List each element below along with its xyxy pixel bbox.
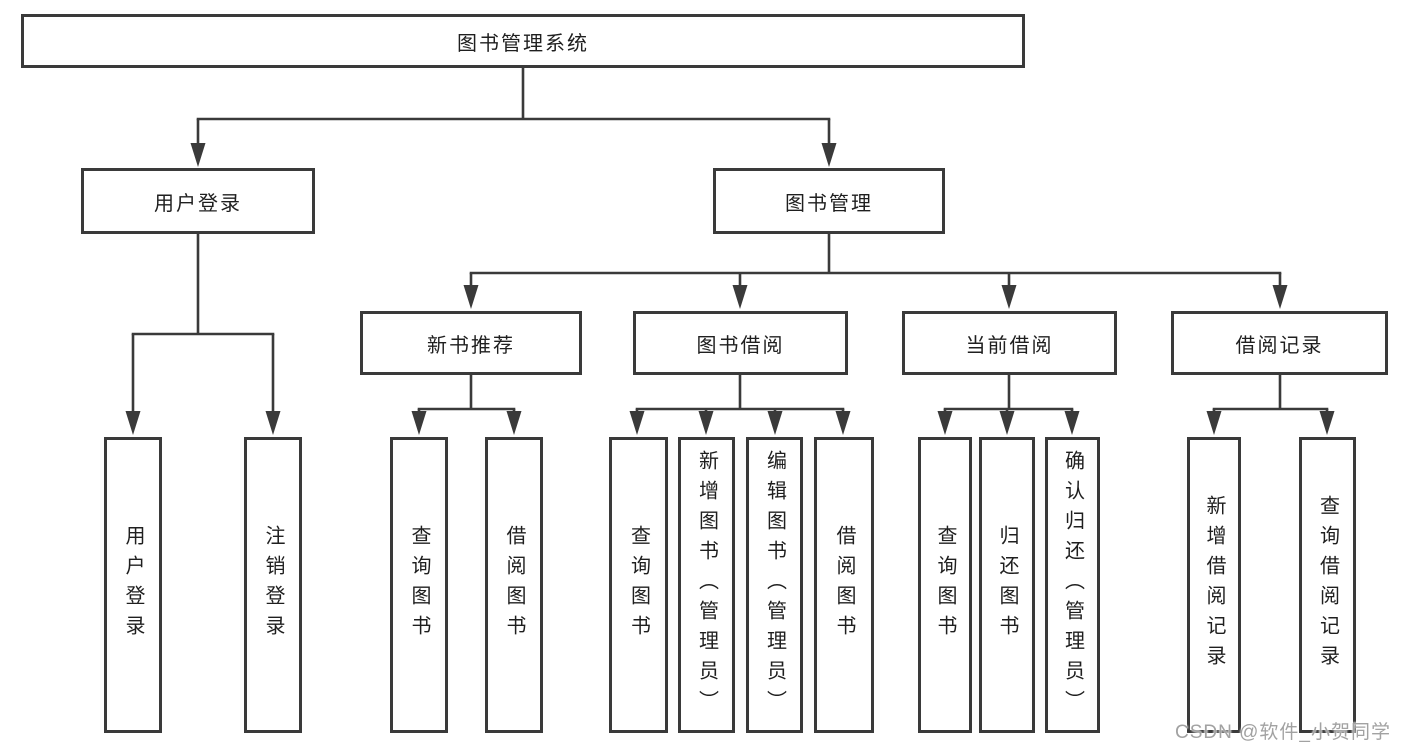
edge-newrec-to-leaves [411, 375, 522, 435]
leaf-return-book: 归还图书 [979, 437, 1035, 733]
leaf-borrow-book-newrec: 借阅图书 [485, 437, 543, 733]
node-book-borrowing: 图书借阅 [633, 311, 848, 375]
edge-records-to-leaves [1206, 375, 1335, 435]
node-borrowing-records: 借阅记录 [1171, 311, 1388, 375]
edge-borrow-to-leaves [629, 375, 851, 435]
leaf-add-borrow-record: 新增借阅记录 [1187, 437, 1241, 733]
leaf-query-book-current: 查询图书 [918, 437, 972, 733]
leaf-logout: 注销登录 [244, 437, 302, 733]
leaf-confirm-return-admin: 确认归还（管理员） [1045, 437, 1100, 733]
leaf-borrow-book: 借阅图书 [814, 437, 874, 733]
node-new-book-recommend: 新书推荐 [360, 311, 582, 375]
leaf-query-book-borrow: 查询图书 [609, 437, 668, 733]
node-user-login: 用户登录 [81, 168, 315, 234]
leaf-add-book-admin: 新增图书（管理员） [678, 437, 735, 733]
edge-root-to-level2 [190, 68, 837, 167]
watermark: CSDN @软件_小贺同学 [1175, 722, 1391, 743]
leaf-query-book-newrec: 查询图书 [390, 437, 448, 733]
leaf-query-borrow-record: 查询借阅记录 [1299, 437, 1356, 733]
edge-current-to-leaves [937, 375, 1080, 435]
node-book-management: 图书管理 [713, 168, 945, 234]
leaf-user-login: 用户登录 [104, 437, 162, 733]
edge-book-mgmt-to-level3 [463, 234, 1288, 309]
node-root-system: 图书管理系统 [21, 14, 1025, 68]
node-current-borrowing: 当前借阅 [902, 311, 1117, 375]
leaf-edit-book-admin: 编辑图书（管理员） [746, 437, 803, 733]
edge-user-login-to-leaves [125, 234, 281, 435]
